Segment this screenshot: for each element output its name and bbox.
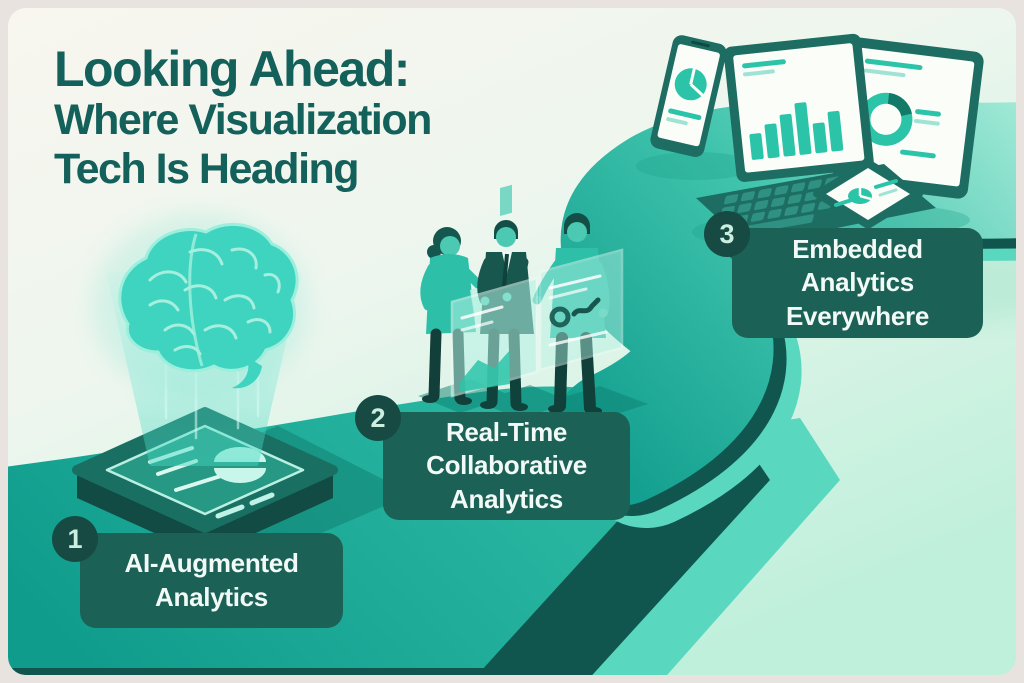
panel-scribble bbox=[571, 297, 601, 317]
people-collaboration-panels-icon bbox=[418, 184, 648, 422]
milestone-3-label: Embedded Analytics Everywhere bbox=[732, 228, 983, 338]
milestone-1: 1 AI-Augmented Analytics bbox=[52, 516, 343, 628]
phone-icon bbox=[650, 35, 727, 158]
platform-edge-ticks bbox=[215, 492, 275, 519]
slab-front-side bbox=[8, 668, 484, 675]
page-title: Looking Ahead: Where Visualization Tech … bbox=[54, 41, 432, 193]
milestone-2-label: Real-Time Collaborative Analytics bbox=[383, 412, 630, 520]
devices-dashboards-icon bbox=[636, 33, 984, 252]
collab-panel-right bbox=[538, 248, 624, 372]
title-line-1: Looking Ahead: bbox=[54, 41, 410, 97]
milestone-1-label: AI-Augmented Analytics bbox=[80, 533, 343, 628]
milestone-3-number-badge: 3 bbox=[704, 211, 750, 257]
chip-platform-icon bbox=[72, 214, 412, 556]
title-line-3: Tech Is Heading bbox=[54, 144, 360, 193]
milestone-2: 2 Real-Time Collaborative Analytics bbox=[355, 395, 630, 520]
milestone-1-number-badge: 1 bbox=[52, 516, 98, 562]
slab-light-rim bbox=[585, 418, 840, 675]
platform-pie-bottom bbox=[214, 468, 266, 483]
panel-donut-icon bbox=[549, 306, 571, 328]
bar-chart-icon bbox=[749, 102, 844, 160]
brain-sulci bbox=[148, 247, 281, 356]
milestone-2-number-badge: 2 bbox=[355, 395, 401, 441]
brain-icon bbox=[92, 214, 308, 398]
collab-panel-left bbox=[450, 184, 539, 398]
tablet-icon bbox=[813, 159, 923, 229]
title-line-2: Where Visualization bbox=[54, 96, 432, 144]
milestone-3: 3 Embedded Analytics Everywhere bbox=[704, 211, 983, 338]
panel-area-chart-icon bbox=[460, 350, 510, 392]
